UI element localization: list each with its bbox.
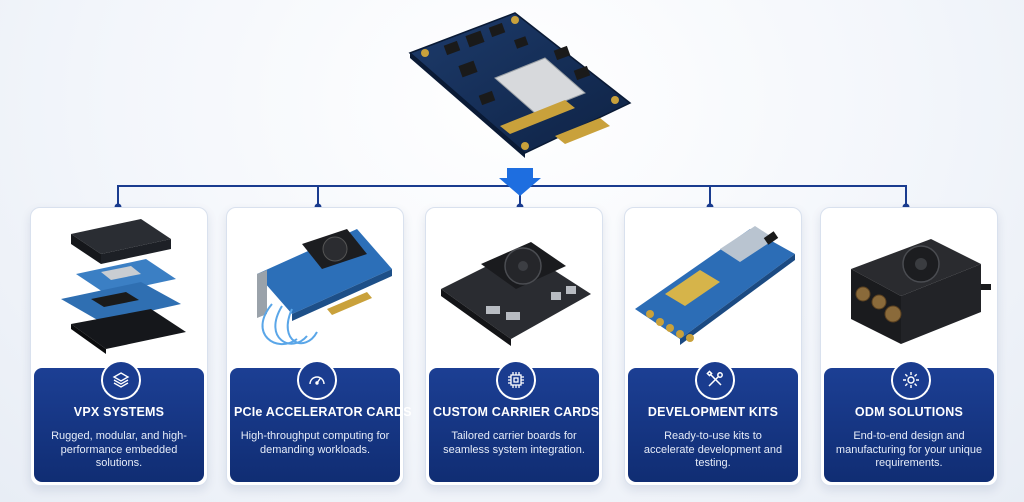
gear-icon	[891, 360, 931, 400]
card-title: VPX SYSTEMS	[73, 405, 165, 419]
card-panel: VPX SYSTEMS Rugged, modular, and high-pe…	[34, 360, 204, 482]
dev-kit-image	[635, 226, 795, 345]
odm-enclosure-image	[851, 239, 991, 344]
card-title: DEVELOPMENT KITS	[647, 405, 779, 419]
tools-icon	[695, 360, 735, 400]
card-title: PCIe ACCELERATOR CARDS	[234, 405, 412, 419]
card-description: Rugged, modular, and high-performance em…	[51, 430, 187, 469]
card-description: End-to-end design and manufacturing for …	[835, 430, 983, 469]
card-panel: PCIe ACCELERATOR CARDS High-throughput c…	[230, 360, 412, 482]
layers-icon	[101, 360, 141, 400]
card-panel: ODM SOLUTIONS End-to-end design and manu…	[824, 360, 994, 482]
chip-icon	[496, 360, 536, 400]
carrier-card-image	[441, 242, 591, 346]
card-odm-solutions[interactable]: ODM SOLUTIONS End-to-end design and manu…	[820, 207, 998, 486]
card-description: High-throughput computing for demanding …	[240, 430, 390, 456]
card-title: ODM SOLUTIONS	[854, 405, 964, 419]
pcie-card-image	[257, 229, 392, 345]
speedometer-icon	[297, 360, 337, 400]
card-vpx-systems[interactable]: VPX SYSTEMS Rugged, modular, and high-pe…	[30, 207, 208, 486]
card-panel: DEVELOPMENT KITS Ready-to-use kits to ac…	[628, 360, 798, 482]
card-description: Ready-to-use kits to accelerate developm…	[643, 430, 783, 469]
card-panel: CUSTOM CARRIER CARDS Tailored carrier bo…	[429, 360, 600, 482]
card-development-kits[interactable]: DEVELOPMENT KITS Ready-to-use kits to ac…	[624, 207, 802, 486]
hero-module-image	[408, 12, 632, 158]
vpx-system-image	[61, 219, 186, 354]
card-custom-carrier-cards[interactable]: CUSTOM CARRIER CARDS Tailored carrier bo…	[425, 207, 603, 486]
card-title: CUSTOM CARRIER CARDS	[433, 405, 600, 419]
card-pcie-accelerator-cards[interactable]: PCIe ACCELERATOR CARDS High-throughput c…	[226, 207, 412, 486]
card-description: Tailored carrier boards for seamless sys…	[443, 430, 585, 456]
down-arrow-icon	[499, 168, 541, 196]
